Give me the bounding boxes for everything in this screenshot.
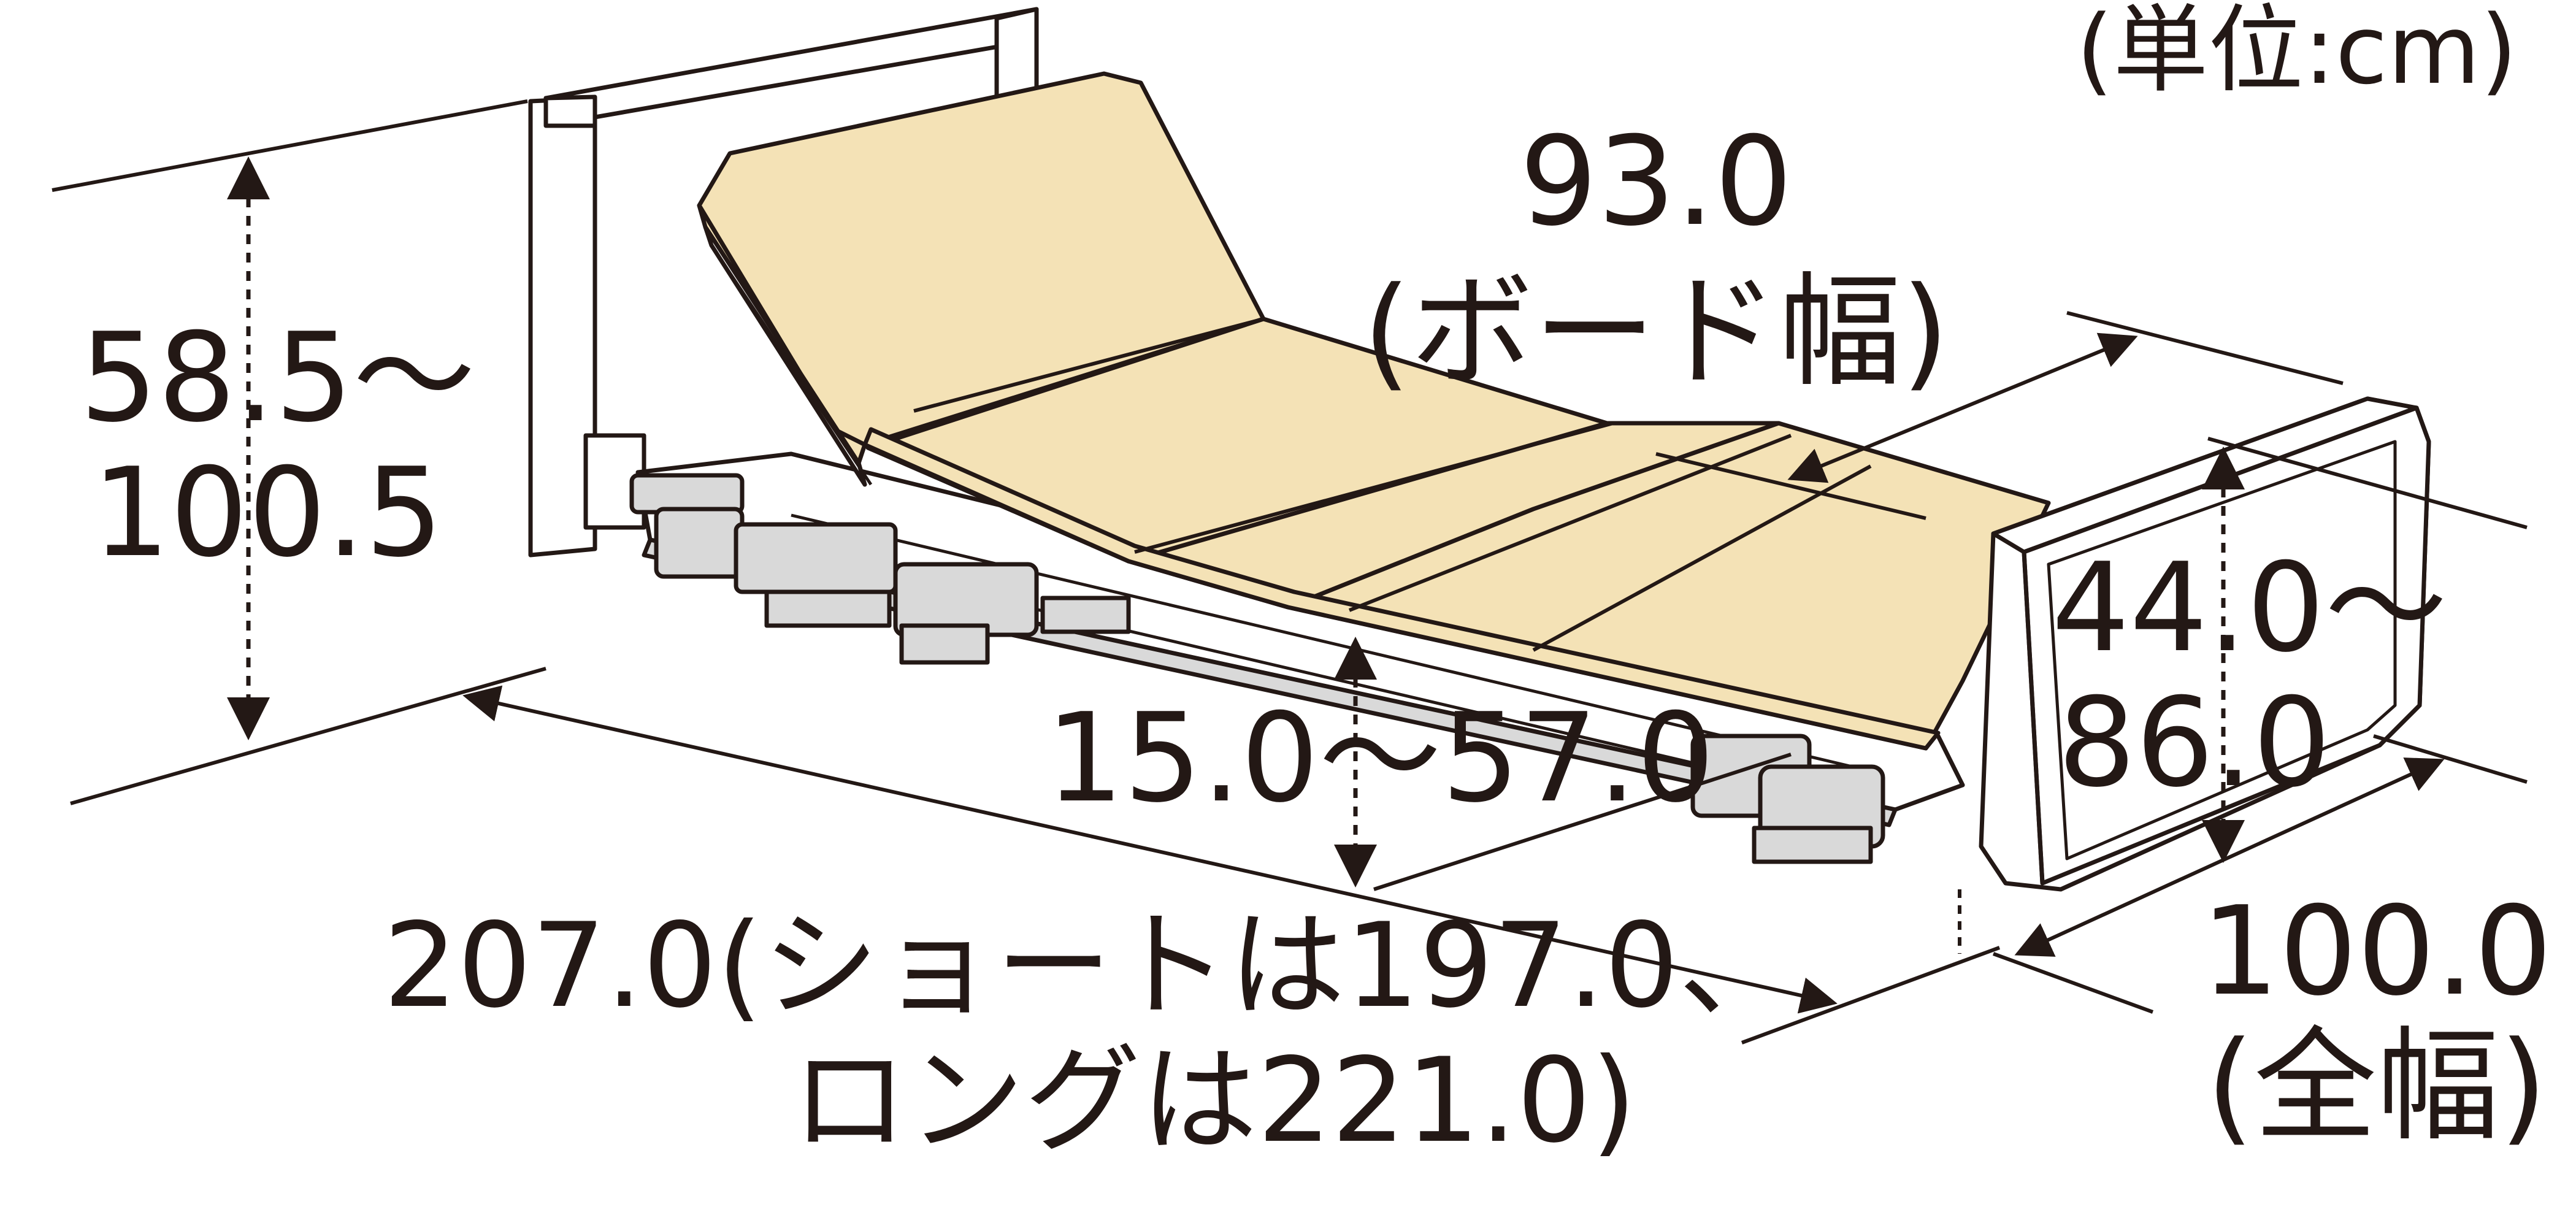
length-extension-line bbox=[1373, 753, 1792, 891]
head-height-line2: 100.5 bbox=[92, 442, 443, 585]
head-top-extension-line bbox=[52, 99, 528, 192]
mattress bbox=[697, 71, 2051, 751]
dimension-lines bbox=[52, 99, 2528, 1045]
board-width-arrow bbox=[1787, 332, 2138, 483]
total-width-caption: (全幅) bbox=[2206, 1015, 2547, 1158]
board-width-value: 93.0 bbox=[1519, 110, 1792, 253]
board-width-extension-left bbox=[1655, 452, 1926, 520]
board-width-caption: (ボード幅) bbox=[1363, 261, 1949, 404]
width-extension-left bbox=[1741, 946, 2001, 1045]
width-extension-right bbox=[1992, 952, 2154, 1014]
head-height-line1: 58.5～ bbox=[80, 307, 475, 450]
length-line2: ロングは221.0) bbox=[791, 1033, 1636, 1168]
total-width-value: 100.0 bbox=[2201, 880, 2553, 1023]
foot-height-line1: 44.0～ bbox=[2052, 537, 2447, 680]
foot-top-extension-line bbox=[2207, 437, 2528, 529]
dimension-labels: (単位:cm) 93.0 (ボード幅) 58.5～ 100.5 44.0～ 86… bbox=[80, 0, 2552, 1168]
board-width-extension-right bbox=[2066, 311, 2344, 385]
head-floor-extension-line bbox=[70, 667, 546, 805]
foot-height-line2: 86.0 bbox=[2058, 672, 2331, 815]
width-extension-far bbox=[2373, 734, 2528, 784]
length-arrow bbox=[462, 685, 1838, 1014]
unit-note: (単位:cm) bbox=[2076, 0, 2517, 105]
total-width-arrow bbox=[2014, 757, 2445, 957]
bed-mechanism-left bbox=[629, 473, 1131, 665]
floor-height-value: 15.0～57.0 bbox=[1046, 687, 1715, 830]
length-line1: 207.0(ショートは197.0、 bbox=[383, 898, 1795, 1033]
